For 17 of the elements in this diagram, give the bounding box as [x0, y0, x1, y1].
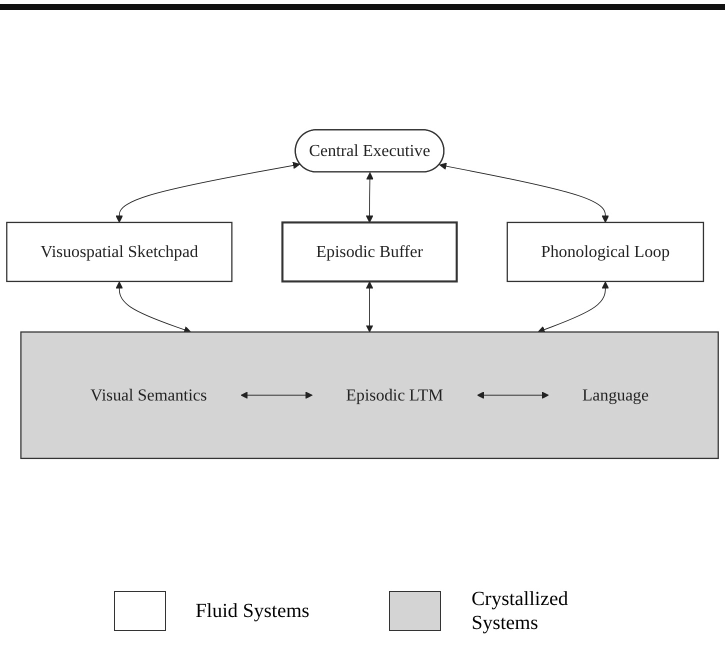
arrow	[366, 282, 374, 333]
node-box: Episodic Buffer	[281, 222, 458, 283]
legend-text: Crystallized Systems	[471, 587, 570, 635]
arrow	[366, 172, 374, 224]
node-box: Visuospatial Sketchpad	[6, 222, 232, 282]
arrow	[116, 162, 300, 224]
legend-text: Fluid Systems	[196, 599, 310, 623]
arrow	[538, 282, 610, 334]
arrow	[240, 392, 313, 400]
arrow	[439, 162, 610, 224]
cluster	[20, 332, 719, 460]
node-box: Phonological Loop	[506, 222, 704, 282]
node-text: Visual Semantics	[90, 386, 207, 405]
arrow	[116, 282, 192, 334]
arrow	[476, 392, 549, 400]
node-text: Episodic LTM	[346, 386, 444, 405]
node-text: Language	[582, 386, 649, 405]
